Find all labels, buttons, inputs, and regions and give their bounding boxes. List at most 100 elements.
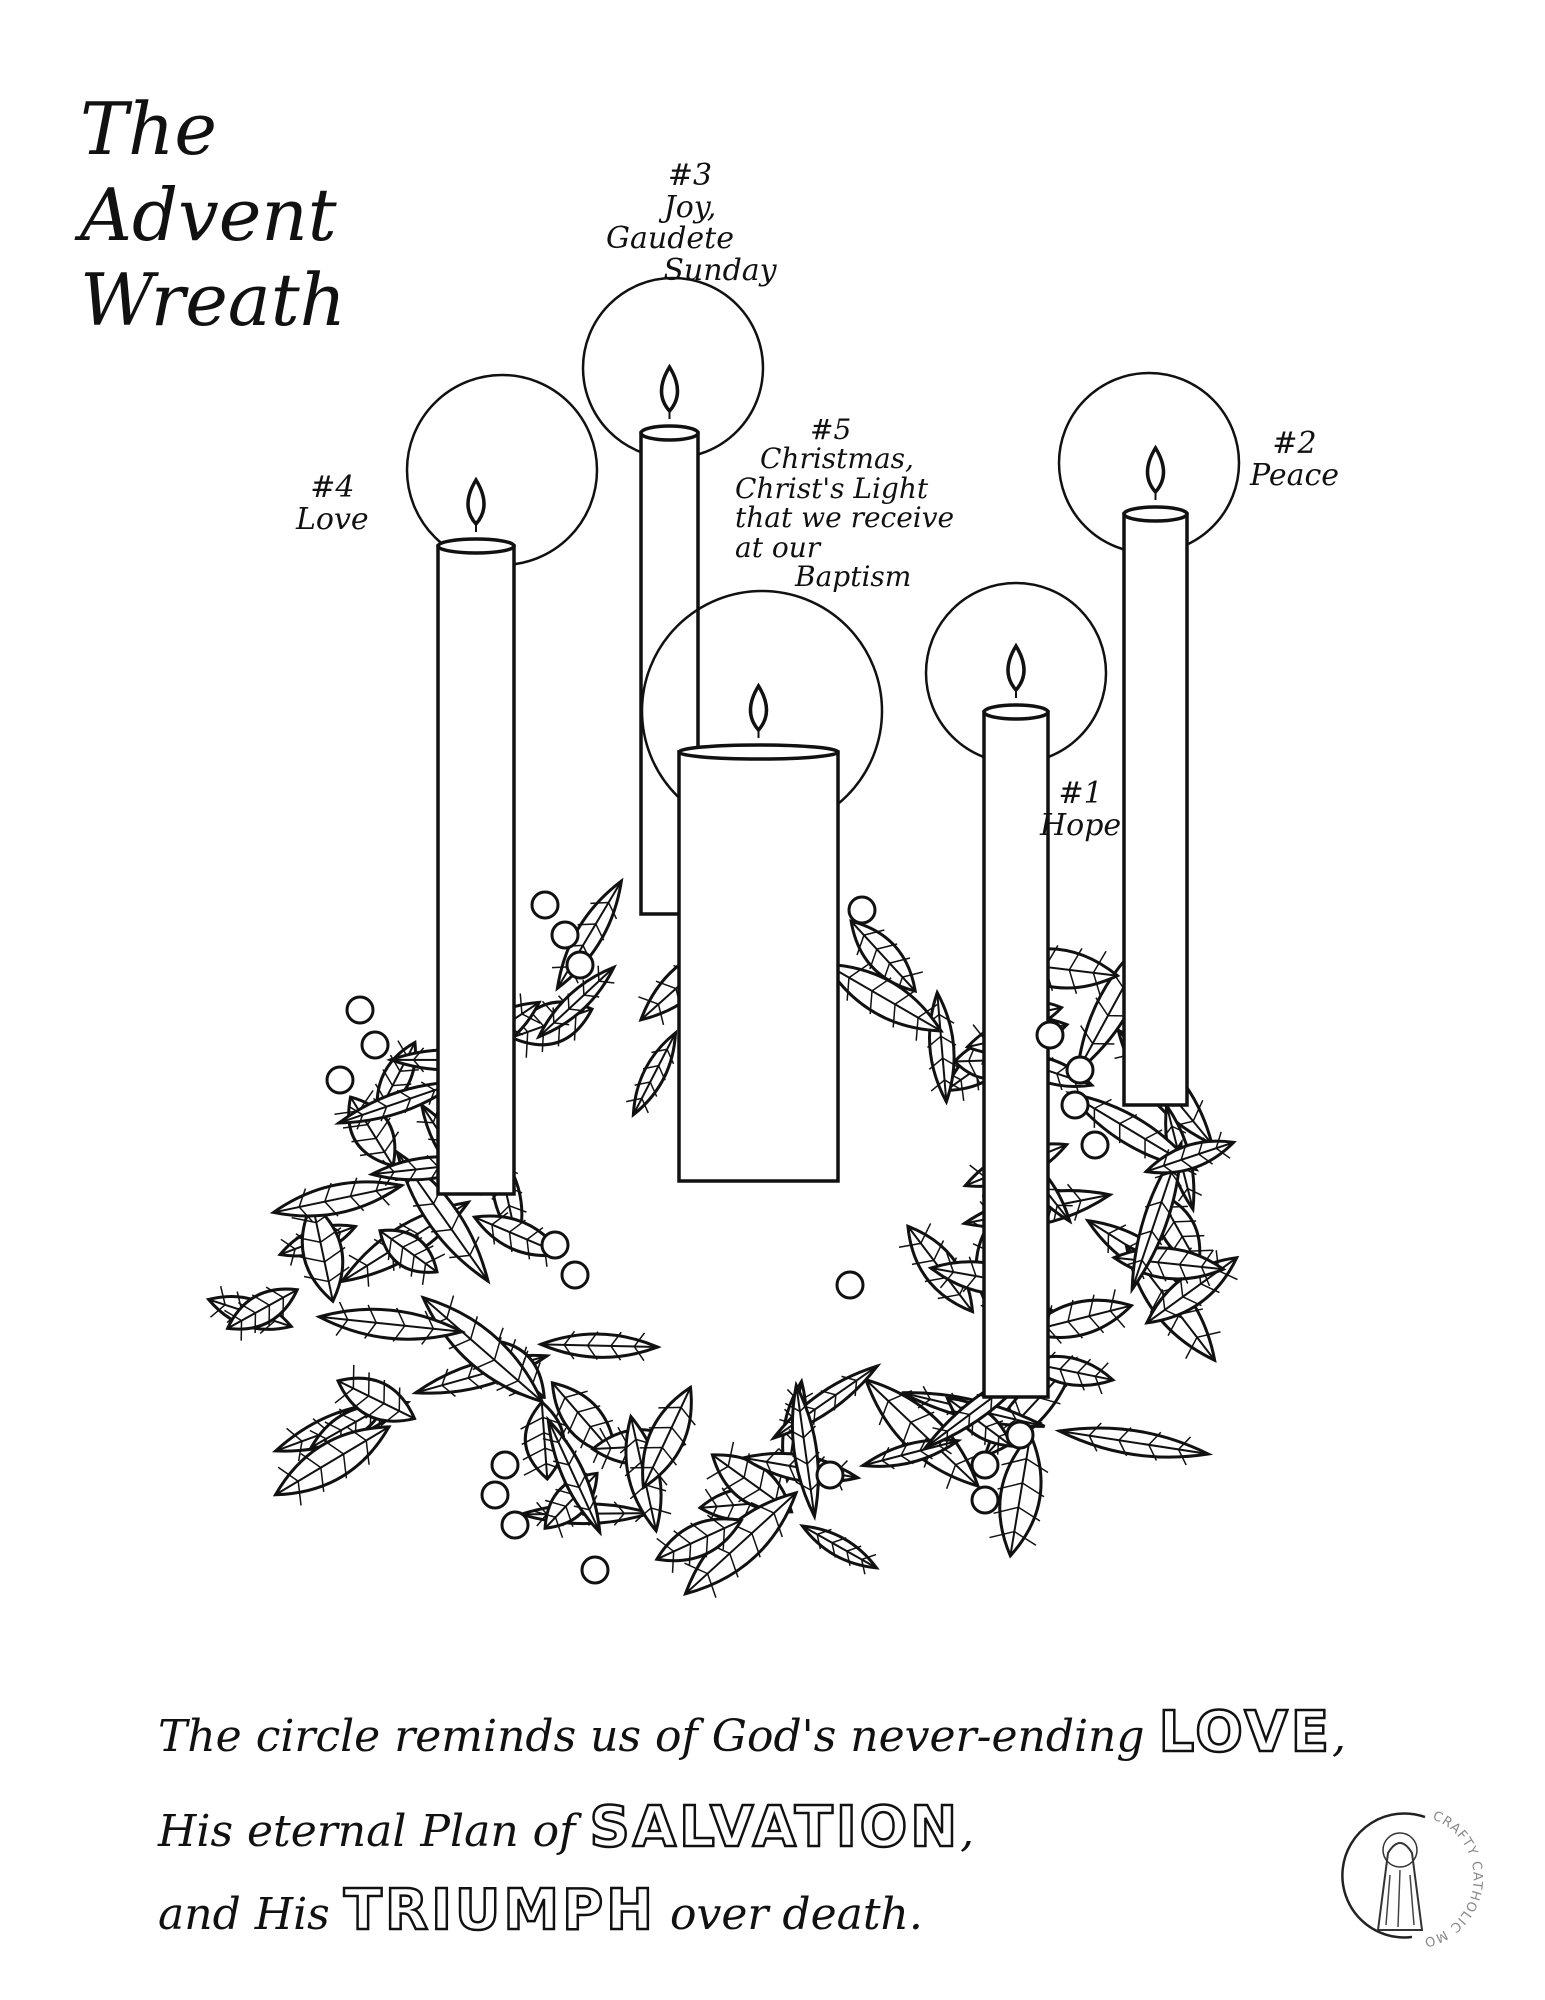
candle-top	[677, 743, 840, 761]
berry	[847, 895, 877, 925]
caption-line-2: His eternal Plan of SALVATION,	[158, 1794, 975, 1862]
berry	[480, 1480, 510, 1510]
berry	[1065, 1055, 1095, 1085]
wreath-leaf	[1054, 1422, 1214, 1466]
wreath-leaf	[630, 1384, 696, 1491]
berry	[835, 1270, 865, 1300]
wreath-leaf	[769, 1363, 882, 1441]
candle-5-label: #5 Christmas, Christ's Light that we rec…	[735, 413, 955, 593]
candle-5-text-5: Baptism	[795, 559, 912, 593]
candle-body	[1122, 512, 1189, 1107]
wreath-leaf	[989, 1431, 1049, 1559]
candle-1-label: #1 Hope	[1040, 778, 1121, 841]
caption-text: and His	[158, 1889, 330, 1940]
wreath-leaf	[550, 1380, 626, 1464]
caption-emphasis-salvation: SALVATION	[588, 1794, 961, 1862]
logo-text: CRAFTY CATHOLIC MOMS	[1340, 1805, 1484, 1949]
berry	[1005, 1420, 1035, 1450]
caption-punct: ,	[960, 1806, 975, 1857]
caption-emphasis-love: LOVE	[1157, 1699, 1332, 1767]
page-title: The Advent Wreath	[80, 87, 347, 349]
candle-5-christ	[640, 589, 884, 1183]
candle-2-number: #2	[1272, 426, 1317, 461]
wreath-leaf	[654, 1514, 744, 1573]
berry	[550, 920, 580, 950]
svg-text:CRAFTY CATHOLIC MOMS: CRAFTY CATHOLIC MOMS	[1340, 1805, 1485, 1949]
berry	[530, 890, 560, 920]
wreath-leaf	[849, 919, 924, 998]
caption-text: over death.	[670, 1889, 923, 1940]
wreath-leaf	[420, 1295, 545, 1404]
wreath-leaf	[1142, 1131, 1237, 1177]
caption-line-3: and His TRIUMPH over death.	[158, 1877, 923, 1945]
candle-top	[1122, 505, 1189, 523]
flame-icon	[1006, 642, 1026, 693]
wreath-leaf	[925, 988, 960, 1106]
candle-1-number: #1	[1058, 776, 1103, 811]
candle-3-label: #3 Joy, Gaudete Sunday	[580, 160, 800, 286]
wreath-leaf	[378, 1228, 446, 1285]
berry	[560, 1260, 590, 1290]
berry	[1080, 1130, 1110, 1160]
caption-text: His eternal Plan of	[158, 1806, 576, 1857]
candle-2	[1057, 371, 1241, 1107]
candle-4	[405, 373, 599, 1196]
candle-1-text: Hope	[1040, 807, 1122, 843]
candle-5-text-2: Christ's Light	[735, 471, 929, 505]
wreath-leaf	[863, 1377, 981, 1490]
berry	[1060, 1090, 1090, 1120]
candle-1	[924, 581, 1108, 1399]
wreath-leaf	[272, 1425, 392, 1506]
title-line-2: Advent	[80, 172, 337, 257]
candle-body	[982, 710, 1050, 1399]
berry	[970, 1485, 1000, 1515]
berry	[580, 1555, 610, 1585]
candle-body	[436, 544, 516, 1196]
caption-text: The circle reminds us of God's never-end…	[158, 1711, 1145, 1762]
title-line-1: The	[80, 87, 218, 171]
wreath-leaf	[799, 1524, 880, 1575]
candle-5-text-3: that we receive	[735, 501, 955, 535]
candle-3-text-2: Gaudete	[606, 221, 734, 256]
halo	[405, 373, 599, 567]
wreath-leaf	[823, 962, 944, 1041]
berry	[360, 1030, 390, 1060]
flame-icon	[1145, 444, 1166, 495]
crafty-catholic-moms-logo: CRAFTY CATHOLIC MOMS	[1340, 1805, 1485, 1949]
flame-icon	[659, 363, 680, 414]
berry	[540, 1230, 570, 1260]
wreath-leaf	[535, 964, 617, 1040]
wreath-leaf	[626, 1029, 678, 1119]
berry	[345, 995, 375, 1025]
berry	[815, 1460, 845, 1490]
candle-4-label: #4 Love	[296, 472, 369, 535]
wreath-leaf	[683, 1490, 799, 1598]
wreath-leaf	[315, 1301, 467, 1345]
candle-top	[639, 424, 700, 442]
wreath-leaf	[520, 1399, 571, 1482]
candle-2-label: #2 Peace	[1250, 428, 1339, 491]
candle-3-number: #3	[667, 158, 713, 193]
candle-5-text-4: at our	[735, 530, 821, 564]
candle-4-number: #4	[310, 470, 355, 505]
berry	[565, 950, 595, 980]
berry	[500, 1510, 530, 1540]
berry	[970, 1450, 1000, 1480]
wreath-leaf	[269, 1172, 406, 1222]
flame-icon	[748, 682, 769, 733]
candle-5-text-1: Christmas,	[760, 442, 914, 476]
berry	[1035, 1020, 1065, 1050]
candle-5-number: #5	[810, 413, 852, 446]
flame-icon	[466, 476, 486, 527]
title-line-3: Wreath	[80, 258, 347, 343]
berry	[325, 1065, 355, 1095]
wreath-berries	[325, 890, 1110, 1585]
candle-top	[982, 703, 1050, 721]
wreath-leaf	[542, 1415, 602, 1537]
candle-body	[677, 750, 840, 1183]
wreath-leaf	[334, 1364, 417, 1427]
caption-emphasis-triumph: TRIUMPH	[342, 1877, 657, 1945]
wreath-leaf	[223, 1286, 300, 1341]
candle-3-text-1: Joy,	[663, 189, 717, 225]
